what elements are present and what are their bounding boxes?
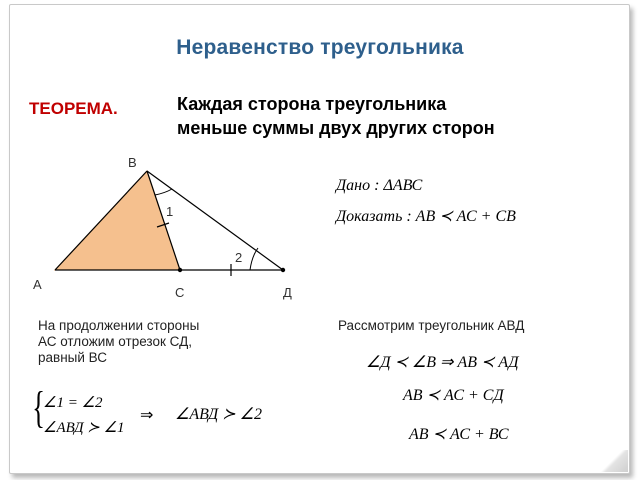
tick-mark-bc (156, 222, 170, 228)
step-3: АВ ≺ АС + ВС (409, 426, 509, 443)
angle-label-2: 2 (235, 250, 243, 265)
system-line-2: ∠АВД ≻ ∠1 (43, 420, 125, 436)
step-2: АВ ≺ АС + СД (403, 387, 504, 404)
theorem-statement: Каждая сторона треугольника меньше суммы… (177, 92, 607, 140)
point-label-b: В (128, 155, 137, 170)
point-label-d: Д (283, 285, 292, 300)
point-d-dot (280, 267, 286, 273)
system-brace: { (32, 383, 45, 432)
point-label-a: А (33, 277, 42, 292)
theorem-label: ТЕОРЕМА. (29, 99, 118, 118)
segment-bc (146, 170, 181, 271)
angle-2-arc (249, 247, 259, 271)
construction-line-2: АС отложим отрезок СД, (38, 334, 192, 349)
system-line-1: ∠1 = ∠2 (43, 395, 103, 411)
segment-ab (54, 170, 148, 271)
point-c-dot (177, 267, 183, 273)
prove-statement: Доказать : АВ ≺ АС + СВ (336, 208, 516, 225)
segment-bd (146, 170, 284, 271)
consider-triangle-text: Рассмотрим треугольник АВД (338, 318, 525, 333)
construction-line-1: На продолжении стороны (38, 318, 200, 333)
given-statement: Дано : ΔАВС (336, 177, 423, 194)
implies-arrow: ⇒ (140, 407, 154, 424)
page-curl-decoration (600, 450, 628, 472)
construction-text: На продолжении стороны АС отложим отрезо… (38, 318, 199, 366)
point-label-c: С (175, 285, 185, 300)
theorem-line-2: меньше суммы двух других сторон (177, 118, 495, 138)
triangle-abc-fill (53, 170, 181, 271)
construction-line-3: равный ВС (38, 350, 107, 365)
slide-title: Неравенство треугольника (176, 36, 464, 59)
system-result: ∠АВД ≻ ∠2 (175, 406, 262, 423)
angle-1-arc (154, 188, 173, 196)
angle-label-1: 1 (166, 204, 174, 219)
step-1: ∠Д ≺ ∠В ⇒ АВ ≺ АД (366, 354, 519, 371)
theorem-line-1: Каждая сторона треугольника (177, 94, 447, 114)
